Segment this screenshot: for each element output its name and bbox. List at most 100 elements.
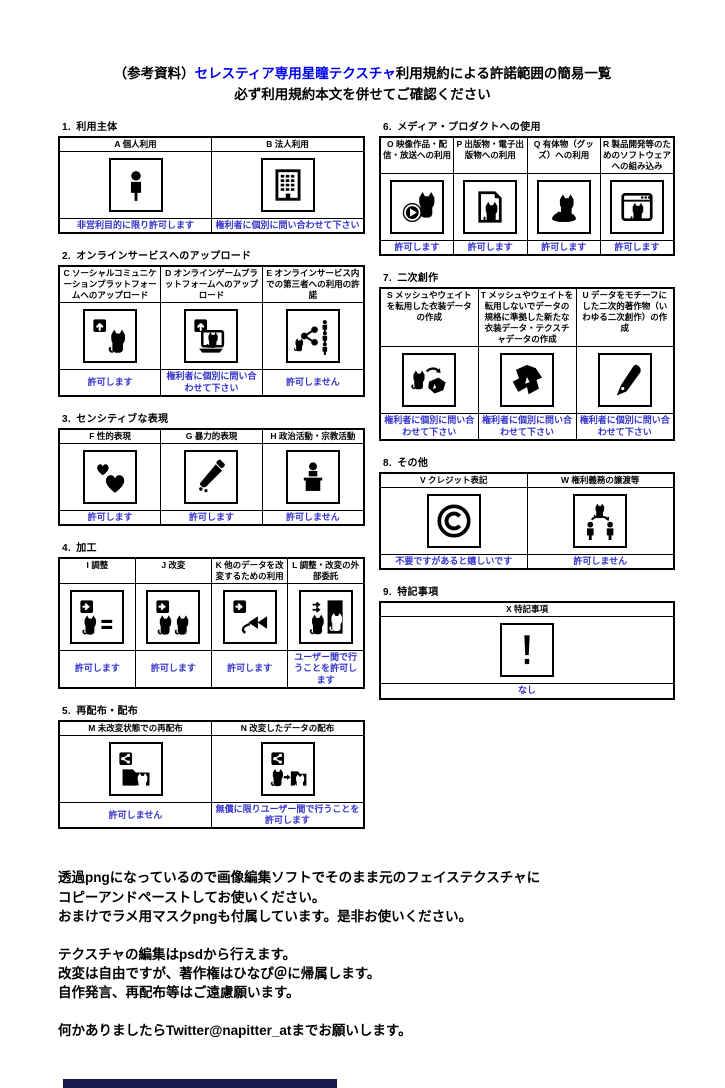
cell-result: 権利者に個別に問い合わせて下さい	[379, 413, 479, 441]
cell-label: W 権利義務の譲渡等	[526, 472, 675, 489]
cell-label: E オンラインサービス内での第三者への利用の許諾	[261, 265, 365, 304]
outsource-icon	[298, 590, 353, 645]
publication-icon	[463, 179, 518, 234]
cell-icon	[453, 172, 528, 241]
cell-icon	[58, 734, 212, 803]
transfer-icon	[573, 494, 628, 549]
hearts-icon	[83, 449, 138, 504]
cell-result: なし	[379, 683, 675, 700]
cell-label: O 映像作品・配信・放送への利用	[379, 136, 454, 174]
cell-result: 許可しません	[58, 801, 212, 829]
knife-icon	[184, 449, 239, 504]
title-suffix: 利用規約による許諾範囲の簡易一覧	[395, 66, 612, 81]
cell-result: 権利者に個別に問い合わせて下さい	[211, 217, 365, 234]
cell-icon	[287, 583, 365, 652]
mesh-reuse-icon	[402, 353, 457, 408]
cell-label: C ソーシャルコミュニケーションプラットフォームへのアップロード	[58, 265, 162, 304]
cell-icon	[379, 172, 454, 241]
cell-result: 許可します	[58, 369, 162, 397]
cell-icon	[58, 302, 162, 371]
cell-result: 許可しません	[261, 369, 365, 397]
permission-table: X 特記事項なし	[379, 601, 675, 700]
cell-icon	[261, 442, 365, 511]
cell-result: 不要ですがあると嬉しいです	[379, 554, 528, 570]
cell-label: J 改変	[134, 557, 213, 585]
social-upload-icon	[83, 309, 138, 364]
pen-icon	[597, 353, 652, 408]
cell-label: G 暴力的表現	[160, 428, 263, 444]
notes-paragraph: 何かありましたらTwitter@napitter_atまでお願いします。	[58, 1023, 412, 1039]
game-upload-icon	[184, 309, 239, 364]
cell-result: 許可します	[160, 509, 263, 526]
adjust-icon	[70, 590, 125, 645]
cell-result: 権利者に個別に問い合わせて下さい	[575, 413, 675, 441]
cell-label: R 製品開発等のためのソフトウェアへの組み込み	[600, 136, 675, 174]
notes-paragraph: テクスチャの編集はpsdから行えます。 改変は自由ですが、著作権はひなぴ＠に帰属…	[58, 946, 381, 1001]
usage-notes: 透過pngになっているので画像編集ソフトでそのまま元のフェイステクスチャに コピ…	[58, 868, 669, 1040]
data-reuse-icon	[222, 590, 277, 645]
title-line1: （参考資料）セレスティア専用星瞳テクスチャ利用規約による許諾範囲の簡易一覧	[0, 64, 725, 85]
video-icon	[390, 179, 444, 234]
cell-icon	[160, 442, 263, 511]
cell-label: B 法人利用	[211, 136, 365, 152]
cell-icon	[379, 616, 675, 685]
cell-icon	[526, 487, 675, 556]
title-product-name: セレスティア専用星瞳テクスチャ	[194, 66, 396, 81]
cell-label: V クレジット表記	[379, 472, 528, 489]
goods-icon	[536, 179, 591, 234]
cell-label: A 個人利用	[58, 136, 212, 152]
footer-bar	[63, 1079, 337, 1088]
title-prefix: （参考資料）	[113, 66, 195, 81]
title-line2: 必ず利用規約本文を併せてご確認ください	[234, 86, 491, 102]
cell-result: 許可しません	[261, 509, 365, 526]
person-icon	[108, 157, 163, 212]
cell-result: 許可します	[58, 509, 162, 526]
cell-result: 許可します	[58, 650, 136, 689]
cell-icon	[600, 172, 675, 241]
modify-icon	[146, 590, 201, 645]
section-heading: 7. 二次創作	[383, 273, 439, 285]
cell-result: 許可します	[134, 650, 213, 689]
cell-label: D オンラインゲームプラットフォームへのアップロード	[160, 265, 263, 304]
cell-icon	[477, 346, 577, 415]
cell-result: 許可しません	[526, 554, 675, 570]
podium-icon	[285, 449, 340, 504]
section-heading: 2. オンラインサービスへのアップロード	[62, 251, 252, 263]
cell-label: T メッシュやウェイトを転用しないでデータの規格に準拠した新たな衣装データ・テク…	[477, 287, 577, 348]
section-heading: 3. センシティブな表現	[62, 413, 169, 425]
software-icon	[610, 179, 664, 234]
cell-label: I 調整	[58, 557, 136, 585]
cell-result: 許可します	[379, 239, 454, 256]
cell-icon	[261, 302, 365, 371]
cell-label: F 性的表現	[58, 428, 162, 444]
third-party-share-icon	[285, 309, 340, 364]
cell-label: K 他のデータを改変するための利用	[210, 557, 289, 585]
cell-result: 許可します	[453, 239, 528, 256]
cell-icon	[211, 734, 365, 803]
cell-label: M 未改変状態での再配布	[58, 720, 212, 736]
cell-icon	[379, 487, 528, 556]
cell-label: X 特記事項	[379, 601, 675, 618]
section-2-left: 2. オンラインサービスへのアップロード C ソーシャルコミュニケーションプラット…	[58, 247, 365, 397]
building-icon	[260, 157, 315, 212]
exclamation-icon	[500, 623, 554, 678]
cell-result: 許可します	[600, 239, 675, 256]
cell-icon	[58, 150, 212, 219]
section-heading: 6. メディア・プロダクトへの使用	[383, 121, 541, 133]
cell-label: P 出版物・電子出版物への利用	[453, 136, 528, 174]
section-heading: 4. 加工	[62, 543, 97, 555]
distribute-modified-icon	[260, 741, 315, 796]
cell-label: U データをモチーフにした二次的著作物（いわゆる二次創作）の作成	[575, 287, 675, 348]
